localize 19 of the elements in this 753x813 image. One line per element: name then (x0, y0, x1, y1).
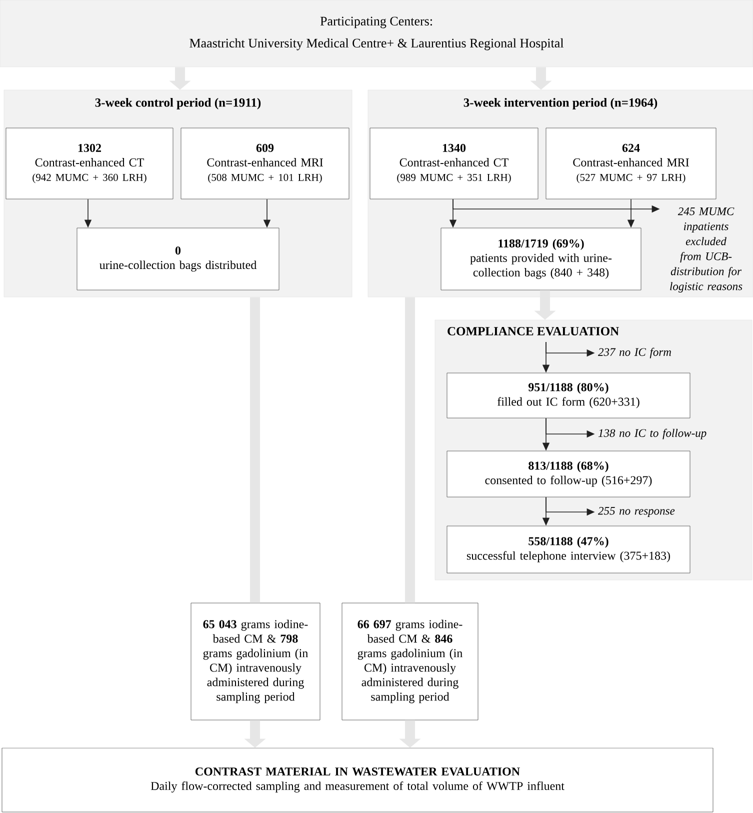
connector-band (250, 297, 260, 603)
process-box: 624 Contrast-enhanced MRI (527 MUMC + 97 LRH) (546, 128, 716, 200)
process-box: 0 urine-collection bags distributed (76, 228, 280, 290)
process-box: 813/1188 (68%) consented to follow-up (516+297) (446, 450, 690, 498)
note-text: 255 no response (598, 506, 675, 518)
process-box: 1340 Contrast-enhanced CT (989 MUMC + 351 LRH) (370, 128, 538, 200)
process-box: 951/1188 (80%) filled out IC form (620+331) (446, 372, 690, 418)
process-box: 558/1188 (47%) successful telephone interview (375+183) (446, 526, 690, 574)
process-box: 1302 Contrast-enhanced CT (942 MUMC + 360 LRH) (6, 128, 174, 200)
note-text: 138 no IC to follow-up (598, 428, 706, 440)
header-band: Participating Centers: Maastricht University Medical Centre+ & Laurentius Regional Hospital (0, 0, 753, 68)
process-box: 1188/1719 (69%) patients provided with urine-collection bags (840 + 348) (440, 228, 642, 290)
process-box: CONTRAST MATERIAL IN WASTEWATER EVALUATION Daily flow-corrected sampling and measurement of total volume of WWTP influent (2, 748, 714, 812)
process-box: 609 Contrast-enhanced MRI (508 MUMC + 101 LRH) (180, 128, 350, 200)
note-text: 245 MUMC inpatients excluded from UCB-distribution for logistic reasons (670, 207, 742, 293)
connector-band (405, 297, 415, 603)
process-box: 66 697 grams iodine-based CM & 846 grams gadolinium (in CM) intravenously administered during sampling period (342, 602, 478, 720)
process-box: 65 043 grams iodine-based CM & 798 grams gadolinium (in CM) intravenously administered during sampling period (190, 602, 320, 720)
note-text: 237 no IC form (598, 348, 671, 358)
